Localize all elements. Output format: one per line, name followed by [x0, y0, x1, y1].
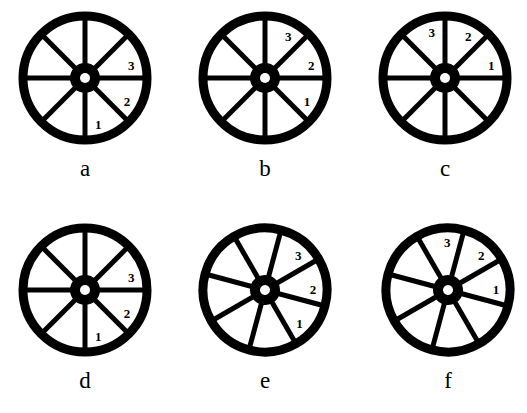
spoke-number: 2: [478, 249, 485, 262]
wheel: [189, 214, 341, 366]
wheel: [372, 214, 524, 366]
wheel: [23, 16, 147, 140]
spoke-number: 2: [308, 58, 315, 71]
spoke-number: 2: [310, 283, 317, 296]
figure-letter: a: [80, 157, 90, 180]
figure-letter: f: [444, 369, 452, 392]
figure-letter: e: [260, 369, 270, 392]
spoke-number: 2: [465, 30, 472, 43]
spoke-number: 3: [295, 249, 302, 262]
spoke-number: 1: [493, 283, 500, 296]
figure-letter: b: [259, 157, 271, 180]
spoke-number: 3: [128, 270, 135, 283]
spoke-number: 3: [285, 30, 292, 43]
figure-letter: d: [79, 369, 91, 392]
spoke-number: 1: [488, 58, 495, 71]
spoke-number: 3: [128, 58, 135, 71]
spoke-number: 1: [296, 317, 303, 330]
wheel: [383, 16, 507, 140]
wheel: [23, 228, 147, 352]
figure-letter: c: [440, 157, 450, 180]
spoke-number: 3: [429, 25, 436, 38]
spoke-number: 1: [95, 118, 102, 131]
spoke-number: 1: [95, 330, 102, 343]
spoke-number: 2: [124, 95, 131, 108]
spoke-number: 1: [304, 95, 311, 108]
spoke-number: 2: [124, 307, 131, 320]
spoke-number: 3: [444, 236, 451, 249]
wheel: [203, 16, 327, 140]
